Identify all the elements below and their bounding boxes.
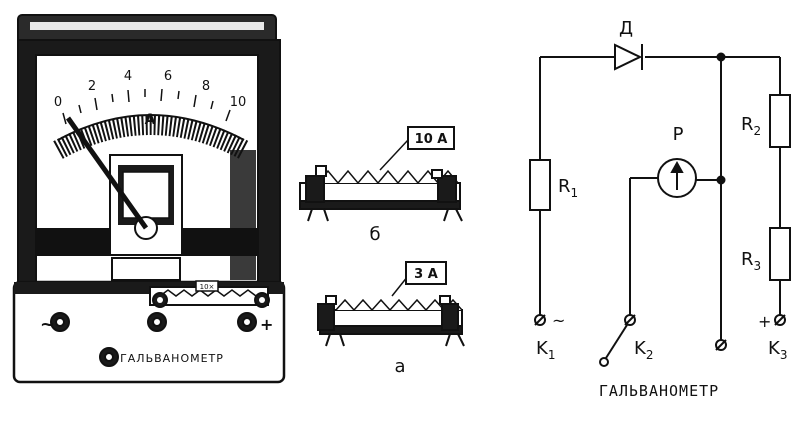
scale-unit: A bbox=[145, 112, 156, 128]
galvanometer-caption: ГАЛЬВАНОМЕТР bbox=[599, 382, 719, 400]
terminal-k3 bbox=[774, 314, 786, 326]
scale-labels: 0 2 4 6 8 10 A bbox=[54, 69, 246, 128]
scale-tick-4: 4 bbox=[124, 69, 132, 84]
scale-tick-2: 2 bbox=[88, 79, 96, 94]
k1-mark: ~ bbox=[552, 311, 565, 330]
needle bbox=[65, 116, 149, 230]
r1-label: R1 bbox=[558, 176, 578, 200]
shunt-3a-tag bbox=[405, 261, 447, 285]
base-terminal-left bbox=[50, 312, 70, 332]
terminal-k2 bbox=[624, 314, 636, 326]
terminal-k1 bbox=[534, 314, 546, 326]
switch-lead bbox=[605, 324, 628, 359]
base-terminal-mid-1 bbox=[147, 312, 167, 332]
r3-label: R3 bbox=[741, 249, 761, 273]
shunt-10a-tag bbox=[407, 126, 455, 150]
shunt-10a bbox=[299, 126, 463, 222]
diode-symbol bbox=[614, 43, 643, 71]
resistor-r3 bbox=[769, 227, 791, 281]
junction-top bbox=[716, 52, 726, 62]
base-terminal-mid-2 bbox=[237, 312, 257, 332]
base-shunt-tag: 10× bbox=[200, 283, 215, 291]
shunt-3a-rating: 3 A bbox=[414, 267, 438, 282]
terminal-plus-label: + bbox=[260, 315, 273, 334]
r2-label: R2 bbox=[741, 114, 761, 138]
terminal-galvanometer bbox=[715, 339, 727, 351]
scale-tick-10: 10 bbox=[230, 95, 247, 110]
meter-label: P bbox=[673, 124, 684, 145]
k3-mark: + bbox=[758, 312, 771, 331]
resistor-r1 bbox=[529, 159, 551, 211]
device-nameplate: ГАЛЬВАНОМЕТР bbox=[120, 352, 224, 365]
shunt-10a-rating: 10 A bbox=[415, 132, 448, 147]
scale-tick-8: 8 bbox=[202, 79, 210, 94]
ammeter-device bbox=[12, 14, 286, 384]
shunt-3a-caption: а bbox=[394, 356, 405, 377]
scale-tick-6: 6 bbox=[164, 69, 172, 84]
shunt-3a bbox=[317, 261, 465, 347]
scale-tick-0: 0 bbox=[54, 95, 62, 110]
shunt-10a-caption: б bbox=[369, 224, 380, 245]
k3-label: K3 bbox=[768, 338, 787, 362]
circuit-schematic bbox=[529, 43, 791, 367]
diode-label: Д bbox=[619, 18, 633, 39]
k1-label: K1 bbox=[536, 338, 555, 362]
k2-label: K2 bbox=[634, 338, 653, 362]
base-terminal-bottom bbox=[99, 347, 119, 367]
resistor-r2 bbox=[769, 94, 791, 148]
terminal-minus-label: ~ bbox=[40, 314, 55, 335]
